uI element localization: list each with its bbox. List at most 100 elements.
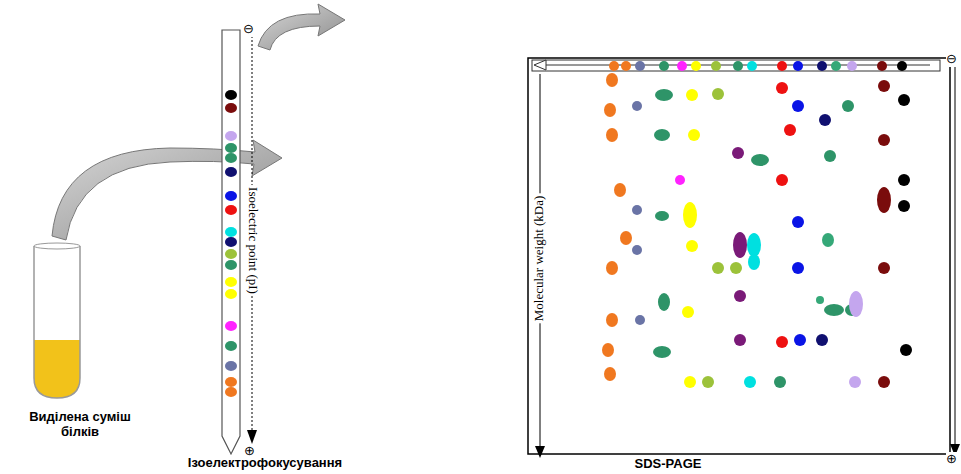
protein-spot	[225, 167, 237, 177]
protein-spot	[688, 129, 700, 141]
protein-spot	[747, 233, 761, 257]
protein-spot	[792, 262, 804, 274]
sds-page-label: SDS-PAGE	[635, 457, 702, 472]
protein-spot	[898, 174, 910, 186]
protein-spot	[604, 367, 616, 381]
protein-spot	[684, 376, 696, 388]
protein-spot	[653, 346, 671, 358]
protein-spot	[632, 205, 642, 215]
protein-spot	[654, 129, 670, 141]
protein-spot	[733, 232, 747, 258]
protein-spot	[744, 376, 756, 388]
protein-spot	[877, 187, 891, 213]
protein-spot	[225, 321, 237, 331]
protein-spot	[604, 103, 616, 117]
test-tube	[34, 243, 80, 398]
electrode-sign: ⊕	[946, 452, 957, 467]
protein-spot	[774, 376, 786, 388]
protein-spot	[702, 376, 714, 388]
ief-label: Ізоелектрофокусування	[188, 456, 342, 471]
protein-spot	[849, 376, 861, 388]
protein-spot	[792, 216, 804, 228]
protein-spot	[712, 262, 724, 274]
protein-spot	[225, 143, 237, 153]
protein-spot	[686, 89, 698, 101]
protein-spot	[734, 290, 746, 302]
protein-spot	[816, 334, 828, 346]
protein-spot	[682, 306, 694, 318]
protein-spot	[225, 387, 237, 397]
protein-spot	[659, 61, 669, 71]
protein-spot	[620, 231, 632, 245]
protein-spot	[777, 61, 787, 71]
protein-spot	[606, 313, 618, 327]
protein-spot	[225, 289, 237, 299]
protein-spot	[824, 304, 844, 316]
protein-spot	[225, 341, 237, 351]
protein-spot	[225, 377, 237, 387]
protein-spot	[819, 114, 831, 126]
electrode-sign: ⊖	[946, 52, 957, 67]
protein-spot	[683, 202, 697, 228]
axis-label: Molecular weight (kDa)	[533, 193, 548, 323]
protein-spot	[898, 200, 910, 212]
protein-spot	[691, 61, 701, 71]
protein-spot	[730, 262, 742, 274]
protein-spot	[776, 336, 788, 348]
protein-spot	[655, 89, 673, 101]
protein-spot	[793, 61, 803, 71]
protein-spot	[606, 261, 618, 275]
electrode-sign: ⊕	[244, 444, 255, 459]
protein-spot	[792, 100, 804, 112]
curved-arrow	[258, 4, 345, 50]
protein-spot	[225, 260, 237, 270]
protein-spot	[655, 211, 669, 221]
protein-spot	[898, 94, 910, 106]
protein-spot	[784, 124, 796, 136]
protein-spot	[686, 240, 698, 252]
protein-spot	[776, 82, 788, 94]
electrode-sign: ⊖	[243, 22, 254, 37]
protein-spot	[842, 100, 854, 112]
protein-spot	[606, 73, 618, 87]
protein-spot	[878, 262, 890, 274]
protein-spot	[878, 134, 890, 146]
protein-spot	[877, 61, 887, 71]
protein-spot	[711, 61, 721, 71]
protein-spot	[794, 334, 806, 346]
protein-spot	[225, 249, 237, 259]
protein-spot	[847, 61, 857, 71]
protein-spot	[225, 361, 237, 371]
axis-label: Isoelectric point (pI)	[245, 185, 260, 296]
protein-spot	[225, 205, 237, 215]
protein-spot	[900, 344, 912, 356]
protein-spot	[225, 277, 237, 287]
protein-spot	[817, 61, 827, 71]
protein-spot	[897, 61, 907, 71]
protein-spot	[225, 191, 237, 201]
protein-spot	[632, 101, 642, 111]
protein-spot	[602, 343, 614, 357]
protein-spot	[677, 61, 687, 71]
protein-spot	[712, 88, 724, 100]
protein-spot	[675, 175, 685, 185]
protein-spot	[878, 80, 890, 92]
protein-spot	[225, 227, 237, 237]
protein-spot	[614, 183, 626, 197]
protein-spot	[632, 245, 642, 255]
protein-spot	[225, 131, 237, 141]
protein-spot	[824, 150, 836, 162]
protein-spot	[225, 237, 237, 247]
protein-spot	[635, 61, 645, 71]
protein-spot	[606, 128, 618, 142]
protein-spot	[751, 154, 769, 166]
protein-spot	[748, 254, 760, 270]
protein-spot	[225, 153, 237, 163]
protein-spot	[621, 61, 631, 71]
protein-spot	[831, 61, 841, 71]
protein-spot	[225, 90, 237, 100]
protein-spot	[816, 296, 824, 304]
protein-spot	[658, 293, 670, 311]
sds-gel	[528, 58, 960, 458]
